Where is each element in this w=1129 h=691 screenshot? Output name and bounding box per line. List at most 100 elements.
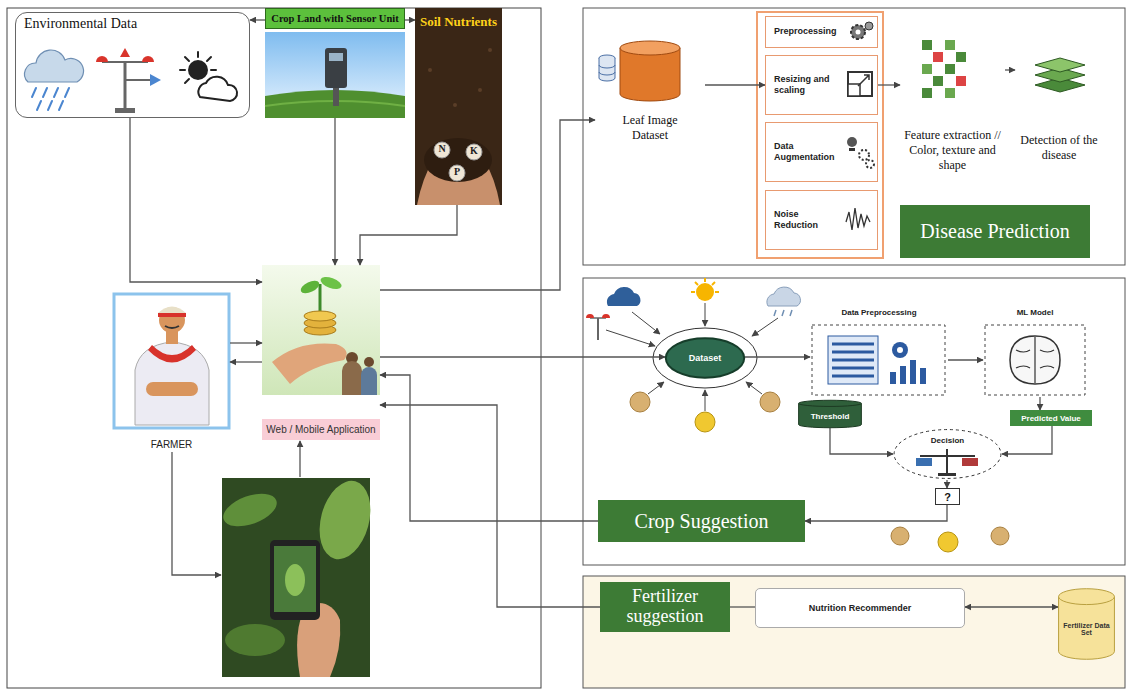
flow-arrow [948,359,983,360]
process-box: Nutrition Recommender [755,588,965,628]
crop-icons [774,310,776,316]
flow-arrow [705,84,765,85]
crop-icons [920,368,926,384]
disease-icons [1035,58,1085,72]
detection-step: Detection of the disease [1015,45,1103,165]
crop-land-photo [265,32,405,118]
flow-arrow [965,606,1058,607]
flow-arrow [745,356,810,357]
disease-icons [922,64,932,74]
panel-frame [583,278,1125,565]
crop-land-photo [329,53,343,61]
crop-icons [746,382,762,394]
node-text: Resizing and scaling [774,74,839,97]
node-text: Predicted Value [1021,414,1081,423]
farmer-figure [114,294,229,428]
crop-icons [890,372,896,384]
farmer-figure [159,307,185,333]
node-text: Web / Mobile Application [262,419,380,440]
app-picture [299,278,321,296]
leader-arrow [299,441,300,477]
disease-icons [620,48,680,101]
weather-icons [37,101,41,110]
crop-icons [946,449,948,475]
process-step: Preprocessing [765,16,878,48]
panel-frame [583,8,1125,265]
dataset-ellipse: Dataset [665,337,745,379]
flow-arrow [380,375,598,521]
crop-icons [916,458,932,466]
disease-icons [945,64,955,74]
crop-icons [832,344,874,376]
disease-icons [866,160,874,168]
node-text: FARMER [151,439,193,450]
node-text: Environmental Data [24,16,137,32]
decision-ellipse-outline [893,428,1002,480]
crop-icons [832,343,874,346]
crop-icons [790,310,792,316]
weather-icons [48,101,52,110]
app-picture [272,343,347,384]
process-step: Noise Reduction [765,190,878,250]
node-text: ML Model [1017,308,1054,317]
disease-icons [859,150,869,160]
crop-icons [991,527,1009,545]
fertilizer-cylinder-outline [1059,589,1115,605]
flow-arrow [334,118,335,265]
weather-icons [54,88,58,97]
weather-icons [32,88,69,110]
node-text: Dataset [689,353,722,363]
app-picture [304,311,336,321]
flow-arrow [946,480,947,488]
crop-icons [782,310,784,316]
farmer-figure [165,326,179,328]
weather-icons [150,74,161,86]
node-text: Leaf Image Dataset [610,113,690,143]
node-text: Crop Land with Sensor Unit [265,8,405,29]
weather-icons [102,61,148,63]
crop-icons [704,278,706,282]
crop-icons [1010,336,1060,384]
crop-icons [938,473,956,476]
process-box: Data Preprocessing [810,308,948,397]
panel-frame [583,576,1125,688]
node-text: Noise Reduction [774,209,839,232]
weather-icons [120,48,130,57]
flow-arrow [250,19,265,20]
disease-icons [599,58,615,81]
flow-arrow [805,505,947,521]
crop-icons [985,325,1085,395]
crop-icons [630,392,650,412]
disease-icons [858,75,869,86]
soil-photo [453,103,457,107]
leader-arrow [172,441,300,575]
section-title: Fertilizer suggestion [600,582,730,632]
crop-icons [900,366,906,384]
disease-icons [922,88,932,98]
crop-icons [597,318,599,340]
result-box: ? [935,488,960,505]
weather-icons [25,48,238,113]
soil-photo [488,48,492,52]
crop-icons [897,347,903,353]
decision-ellipse-outline [894,430,1001,479]
disease-icons [922,40,932,50]
soil-photo [478,88,482,92]
crop-icons [891,527,909,545]
weather-icons [115,108,135,113]
soil-photo [415,8,502,205]
farmer-figure [135,342,209,425]
panel-frame [7,8,1125,688]
disease-icons [856,30,861,35]
weather-icons [25,50,84,82]
node-text: Preprocessing [774,26,837,37]
weather-icons [32,88,36,97]
crop-icons [832,351,874,354]
weather-icons [125,79,150,81]
disease-icons [933,52,943,62]
flow-arrow [830,428,893,454]
node-text: ? [944,491,951,503]
image-dataset: Leaf Image Dataset [595,35,705,145]
crop-icons [828,336,878,384]
node-text: Threshold [811,412,850,421]
